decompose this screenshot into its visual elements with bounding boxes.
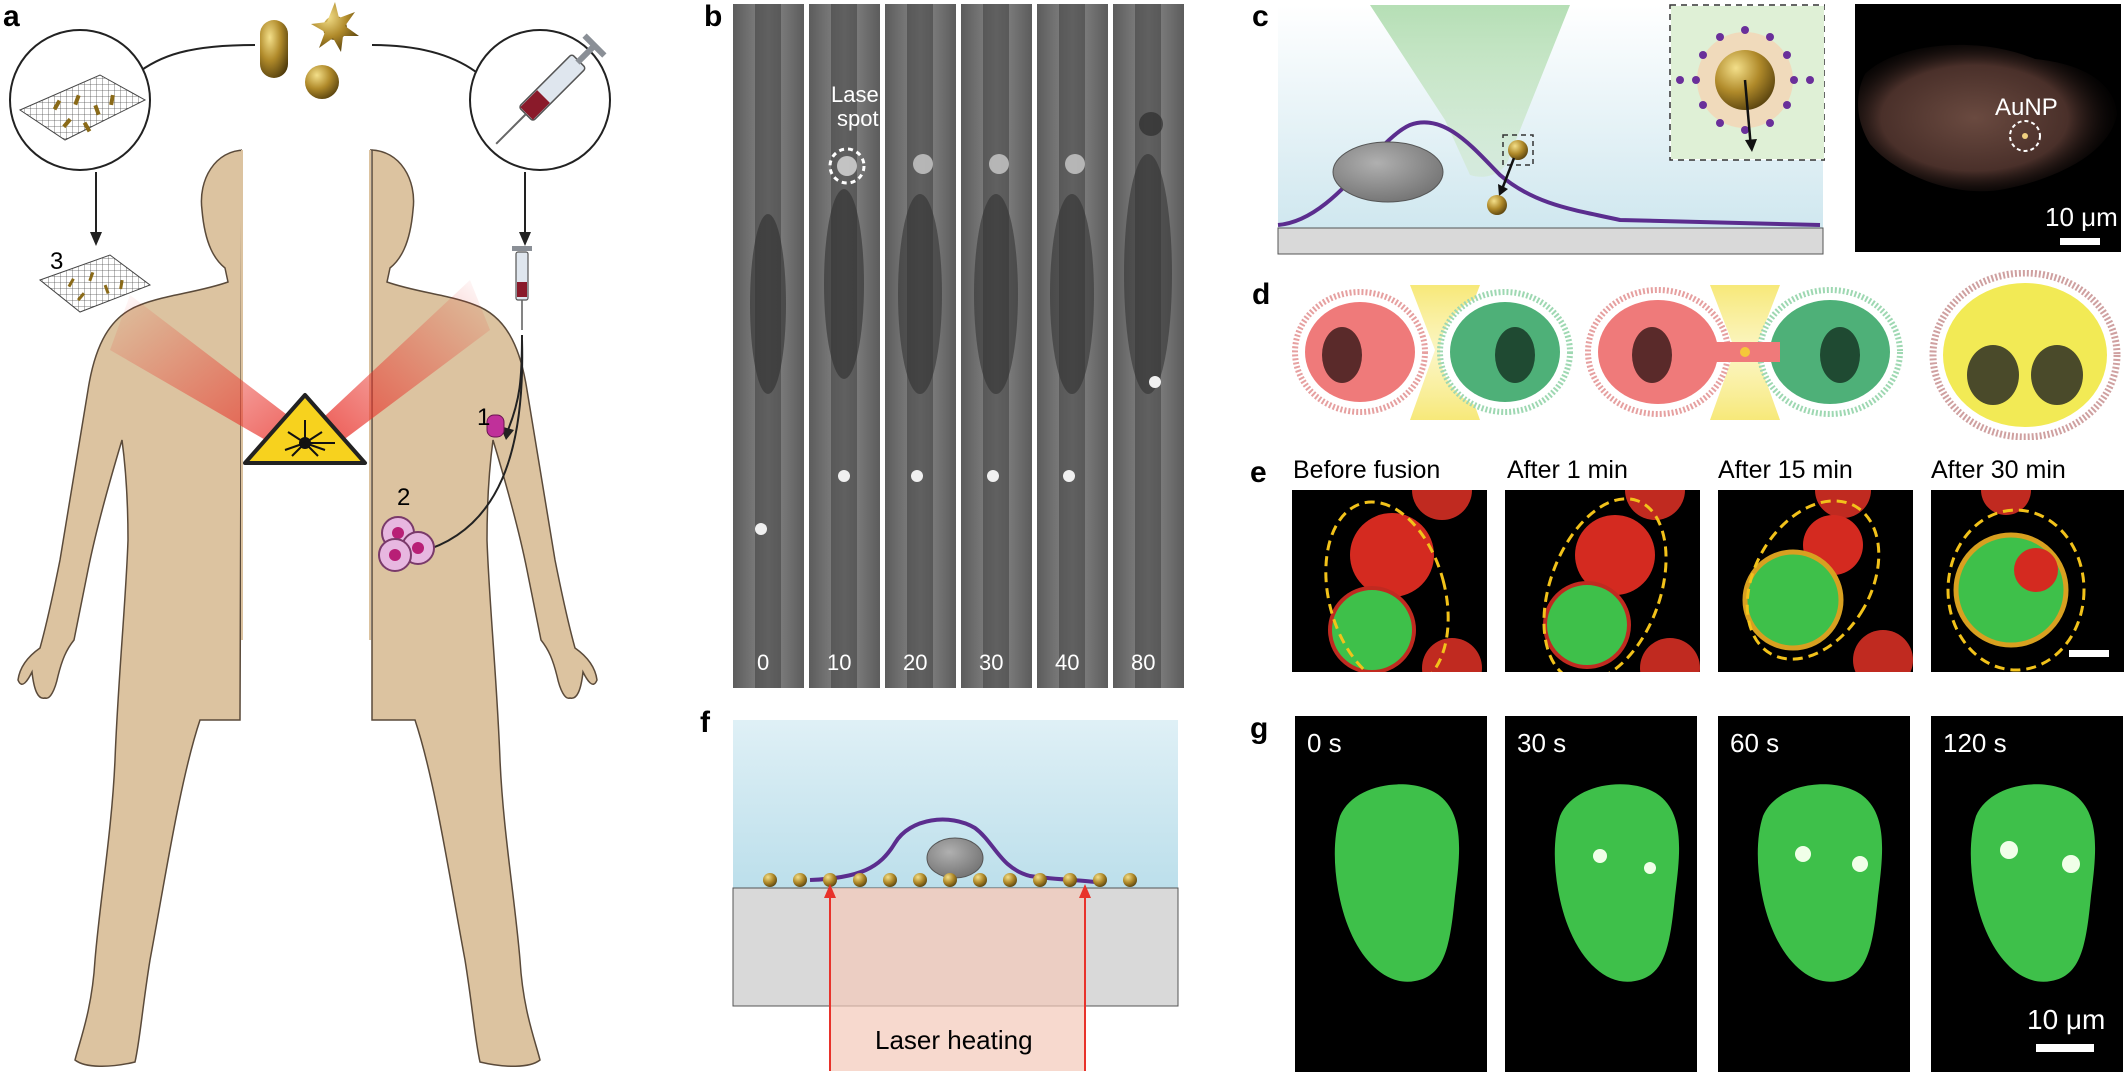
gold-particle-row xyxy=(763,873,1137,887)
panel-label-b: b xyxy=(704,0,723,33)
fusion-title: Before fusion xyxy=(1293,456,1441,484)
laser-heating-label: Laser heating xyxy=(875,1025,1033,1055)
fusion-stage-2 xyxy=(1585,285,1903,420)
timelapse-frame: 80 xyxy=(1113,4,1184,688)
frame-time: 120 s xyxy=(1943,728,2007,758)
fusion-micrograph xyxy=(1292,490,1487,672)
frame-time: 0 xyxy=(757,650,770,675)
body-right-half xyxy=(369,149,598,1067)
panel-a-illustration xyxy=(9,2,611,1067)
frame-time: 80 xyxy=(1131,650,1156,675)
fusion-title: After 1 min xyxy=(1507,456,1628,484)
cell-micrograph: 120 s 10 μm xyxy=(1931,716,2123,1072)
laser-spot-label-2: spot xyxy=(837,106,879,131)
tumor-cells-icon xyxy=(378,516,435,572)
laser-spot-label-1: Laser xyxy=(831,82,880,107)
scale-bar-label: 10 μm xyxy=(2027,1004,2106,1035)
panel-d-fusion-schematic xyxy=(1292,270,2121,440)
aunp-label: AuNP xyxy=(1995,94,2058,121)
frame-time: 30 s xyxy=(1517,728,1567,758)
frame-time: 20 xyxy=(903,650,928,675)
marker-2: 2 xyxy=(397,484,411,511)
panel-label-g: g xyxy=(1250,712,1269,745)
small-syringe-icon xyxy=(512,246,532,330)
fusion-title: After 30 min xyxy=(1931,456,2066,484)
cell-micrograph: 60 s xyxy=(1718,716,1910,1072)
marker-1: 1 xyxy=(477,404,491,431)
timelapse-frame: 20 xyxy=(885,4,956,688)
panel-label-d: d xyxy=(1252,278,1271,311)
laser-beam-left xyxy=(110,295,320,460)
laser-warning-icon xyxy=(243,393,367,465)
frame-time: 40 xyxy=(1055,650,1080,675)
panel-label-f: f xyxy=(700,706,710,739)
frame-time: 60 s xyxy=(1730,728,1780,758)
panel-label-a: a xyxy=(3,0,20,33)
panel-c-schematic xyxy=(1277,4,1825,255)
fusion-micrograph xyxy=(1505,490,1700,672)
gold-nanoparticles-icon xyxy=(260,2,359,99)
fusion-micrograph xyxy=(1718,490,1913,672)
timelapse-frame: Laser spot 10 xyxy=(809,4,880,688)
laser-beam-right xyxy=(310,280,490,450)
marker-3: 3 xyxy=(50,248,64,275)
mesh-patch-icon xyxy=(38,254,152,313)
aunp-micrograph: AuNP 10 μm xyxy=(1855,4,2121,252)
fusion-micrograph xyxy=(1931,490,2124,672)
fusion-stage-3 xyxy=(1929,270,2121,440)
cell-micrograph: 30 s xyxy=(1505,716,1697,1072)
timelapse-frame: 30 xyxy=(961,4,1032,688)
lipid-ring-icon xyxy=(1676,26,1814,134)
panel-label-e: e xyxy=(1250,456,1267,489)
timelapse-frame: 40 xyxy=(1037,4,1108,688)
timelapse-frame: 0 xyxy=(733,4,804,688)
implant-pill xyxy=(486,414,505,438)
mesh-implant-icon xyxy=(18,74,147,141)
frame-time: 30 xyxy=(979,650,1004,675)
panel-f-schematic xyxy=(732,720,1179,1071)
panel-b-timelapse: 0 Laser spot 10 20 xyxy=(733,0,1184,690)
fusion-stage-1 xyxy=(1292,285,1573,420)
frame-time: 10 xyxy=(827,650,852,675)
scale-bar-label: 10 μm xyxy=(2045,202,2118,232)
cell-micrograph: 0 s xyxy=(1295,716,1487,1072)
frame-time: 0 s xyxy=(1307,728,1342,758)
panel-label-c: c xyxy=(1252,0,1269,33)
fusion-title: After 15 min xyxy=(1718,456,1853,484)
syringe-icon xyxy=(495,33,607,145)
